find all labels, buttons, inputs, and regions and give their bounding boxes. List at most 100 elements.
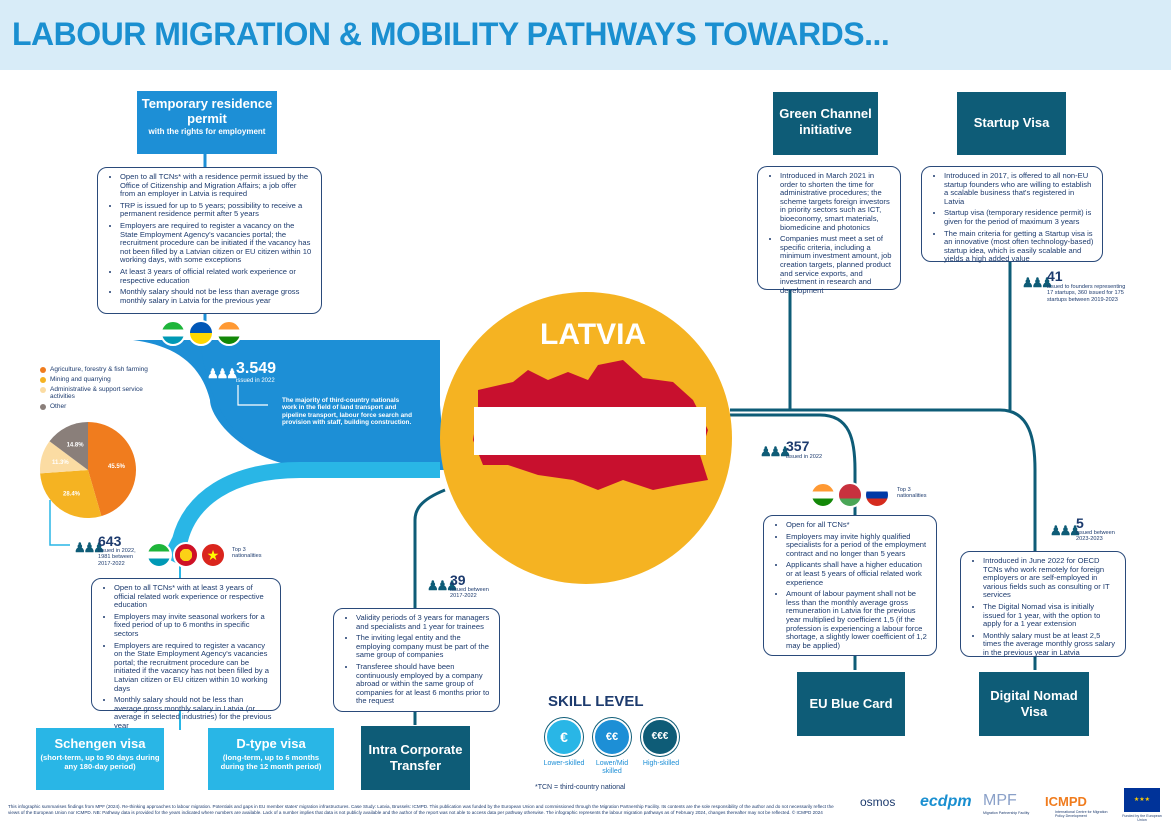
skill-label-mid: Lower/Mid skilled xyxy=(595,760,629,775)
nomad-details: Introduced in June 2022 for OECD TCNs wh… xyxy=(960,551,1126,657)
nomad-count-note: issued between 2023-2023 xyxy=(1076,530,1115,543)
schengen-visa-box: Schengen visa (short-term, up to 90 days… xyxy=(36,728,164,790)
pie-legend: Agriculture, forestry & fish farming Min… xyxy=(40,366,150,410)
list-item: The main criteria for getting a Startup … xyxy=(944,229,1094,264)
vietnam-flag-icon: ★ xyxy=(200,542,226,568)
latvia-flag-map xyxy=(473,360,708,490)
list-item: Companies must meet a set of specific cr… xyxy=(780,234,892,295)
list-item: Startup visa (temporary residence permit… xyxy=(944,209,1094,226)
legend-label: Other xyxy=(50,403,67,410)
legend-swatch xyxy=(40,367,46,373)
legend-swatch xyxy=(40,387,46,393)
pie-slice-label: 11.3% xyxy=(52,460,69,466)
people-icon: ♟♟♟ xyxy=(74,540,105,555)
skill-label-high: High-skilled xyxy=(642,760,680,767)
trp-details: Open to all TCNs* with a residence permi… xyxy=(97,167,322,314)
ict-count-note: issued between 2017-2022 xyxy=(450,587,489,600)
pie-slice xyxy=(40,441,88,474)
trp-count-note: issued in 2022 xyxy=(236,378,275,384)
bluecard-count: 357 xyxy=(786,438,810,454)
pie-slice xyxy=(88,422,136,517)
osmos-logo: osmos xyxy=(860,795,896,809)
ict-title: Intra Corporate Transfer xyxy=(361,726,470,790)
trp-sector-note: The majority of third-country nationals … xyxy=(282,397,412,427)
uzbekistan-flag-icon xyxy=(146,542,172,568)
pie-slice-label: 14.8% xyxy=(67,442,85,448)
belarus-flag-icon xyxy=(837,482,863,508)
trp-title: Temporary residence permit xyxy=(141,96,273,126)
pie-slice-label: 45.5% xyxy=(108,464,126,470)
center-label: LATVIA xyxy=(540,318,647,351)
people-icon: ♟♟♟ xyxy=(427,578,458,593)
people-icon: ♟♟♟ xyxy=(207,366,238,381)
list-item: Employers are required to register a vac… xyxy=(120,221,313,265)
list-item: Applicants shall have a higher education… xyxy=(786,561,928,587)
skill-label-lower: Lower-skilled xyxy=(543,760,585,767)
trp-count: 3.549 xyxy=(236,360,277,377)
russia-flag-icon xyxy=(864,482,890,508)
list-item: Employers may invite highly qualified sp… xyxy=(786,532,928,559)
pie-slice xyxy=(49,422,88,470)
schengen-title: Schengen visa xyxy=(54,736,146,751)
footer-text: This infographic summarises findings fro… xyxy=(8,804,834,815)
bluecard-details: Open for all TCNs* Employers may invite … xyxy=(763,515,937,656)
ukraine-flag-icon xyxy=(188,320,214,346)
list-item: Employers are required to register a vac… xyxy=(114,641,272,694)
trp-title-box: Temporary residence permit with the righ… xyxy=(137,91,277,154)
dtype-sub: (long-term, up to 6 months during the 12… xyxy=(220,753,322,771)
india-flag-icon xyxy=(810,482,836,508)
schengen-sub: (short-term, up to 90 days during any 18… xyxy=(40,753,160,771)
list-item: Introduced in 2017, is offered to all no… xyxy=(944,171,1094,206)
list-item: Amount of labour payment shall not be le… xyxy=(786,589,928,650)
list-item: Validity periods of 3 years for managers… xyxy=(356,613,491,631)
list-item: Employers may invite seasonal workers fo… xyxy=(114,612,272,639)
list-item: At least 3 years of official related wor… xyxy=(120,267,313,285)
seasonal-top3-label: Top 3 nationalities xyxy=(232,547,262,560)
high-skilled-icon: €€€ xyxy=(641,718,679,756)
ecdpm-logo: ecdpm xyxy=(920,793,972,810)
lower-mid-skilled-icon: €€ xyxy=(593,718,631,756)
seasonal-count: 643 xyxy=(98,533,122,549)
list-item: Open to all TCNs* with at least 3 years … xyxy=(114,583,272,610)
lower-skilled-icon: € xyxy=(545,718,583,756)
list-item: Open for all TCNs* xyxy=(786,520,928,530)
ict-details: Validity periods of 3 years for managers… xyxy=(333,608,500,712)
startup-details: Introduced in 2017, is offered to all no… xyxy=(921,166,1103,264)
sector-pie-chart: 45.5% 28.4% 11.3% 14.8% xyxy=(40,422,136,518)
pie-slice-label: 28.4% xyxy=(63,492,81,498)
ict-count: 39 xyxy=(450,572,466,588)
uzbekistan-flag-icon xyxy=(160,320,186,346)
seasonal-count-note: issued in 2022, 1981 between 2017-2022 xyxy=(98,548,136,567)
startup-title: Startup Visa xyxy=(957,92,1066,155)
startup-count-note: issued to founders representing 17 start… xyxy=(1047,284,1126,303)
page-title: LABOUR MIGRATION & MOBILITY PATHWAYS TOW… xyxy=(12,16,890,52)
people-icon: ♟♟♟ xyxy=(1022,275,1053,290)
latvia-circle xyxy=(440,292,732,584)
list-item: TRP is issued for up to 5 years; possibi… xyxy=(120,201,313,219)
nomad-count: 5 xyxy=(1076,515,1084,531)
dtype-title: D-type visa xyxy=(236,736,306,751)
nomad-title: Digital Nomad Visa xyxy=(979,672,1089,736)
trp-subtitle: with the rights for employment xyxy=(148,127,266,136)
tcn-note: *TCN = third-country national xyxy=(535,784,626,791)
people-icon: ♟♟♟ xyxy=(1050,523,1081,538)
list-item: Introduced in March 2021 in order to sho… xyxy=(780,171,892,232)
list-item: Monthly salary should not be less than a… xyxy=(120,287,313,305)
legend-swatch xyxy=(40,404,46,410)
skill-level-title: SKILL LEVEL xyxy=(548,693,644,710)
kyrgyzstan-flag-icon xyxy=(173,542,199,568)
list-item: The Digital Nomad visa is initially issu… xyxy=(983,602,1117,629)
dtype-visa-box: D-type visa (long-term, up to 6 months d… xyxy=(208,728,334,790)
icmpd-sub: International Centre for Migration Polic… xyxy=(1055,810,1108,819)
bluecard-title: EU Blue Card xyxy=(797,672,905,736)
pie-slice xyxy=(40,470,102,518)
eu-flag-icon: ★★★ xyxy=(1124,788,1160,812)
legend-label: Agriculture, forestry & fish farming xyxy=(50,366,148,373)
list-item: Transferee should have been continuously… xyxy=(356,662,491,706)
green-details: Introduced in March 2021 in order to sho… xyxy=(757,166,901,295)
mpf-sub: Migration Partnership Facility xyxy=(983,811,1030,815)
header-bar: LABOUR MIGRATION & MOBILITY PATHWAYS TOW… xyxy=(0,0,1171,70)
list-item: The inviting legal entity and the employ… xyxy=(356,633,491,660)
list-item: Open to all TCNs* with a residence permi… xyxy=(120,172,313,199)
